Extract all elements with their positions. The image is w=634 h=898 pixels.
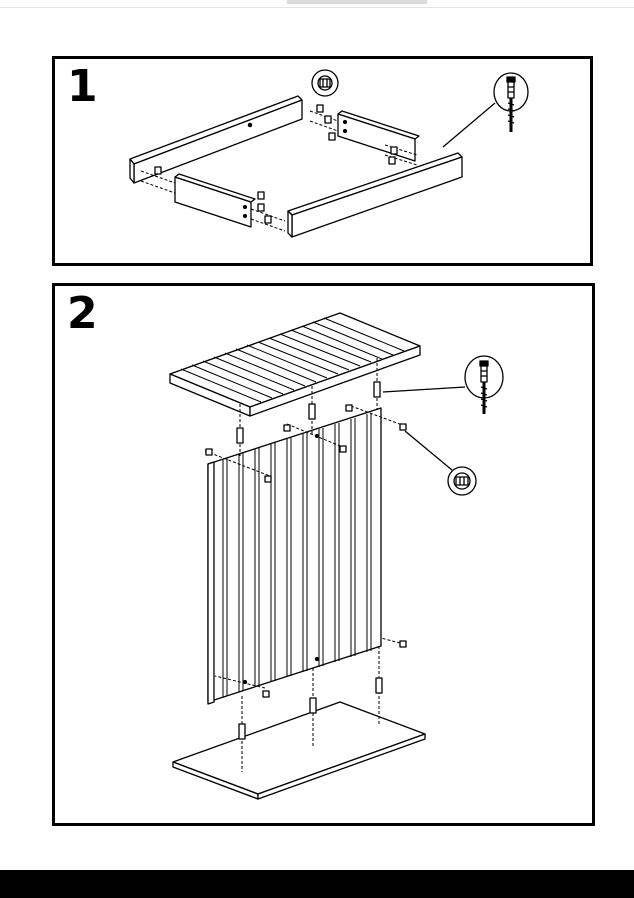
cam-bolt-icon [382, 355, 504, 414]
slatted-door-panel [207, 407, 382, 705]
back-long-rail [129, 95, 303, 184]
viewer-tab[interactable] [287, 0, 427, 4]
step-2-number: 2 [67, 288, 98, 339]
cam-lock-icon [404, 430, 477, 496]
left-short-end [174, 173, 256, 228]
bottom-board [172, 701, 426, 800]
cam-bolt-icon [442, 72, 529, 148]
cam-lock-icon [311, 69, 339, 97]
step-2-panel-assembly-drawing [169, 312, 504, 800]
viewer-top-bar [0, 0, 634, 8]
front-long-rail [287, 152, 463, 238]
cam-fittings [205, 404, 407, 698]
dowels [236, 381, 383, 740]
fittings [154, 104, 398, 224]
step-1-number: 1 [67, 61, 98, 112]
step-1-frame-assembly-drawing [129, 69, 529, 238]
step-2-panel: 2 [52, 283, 595, 826]
top-slatted-board [169, 312, 421, 417]
right-short-end [337, 110, 420, 162]
step-1-panel: 1 [52, 56, 593, 266]
viewer-bottom-bar [0, 870, 634, 898]
